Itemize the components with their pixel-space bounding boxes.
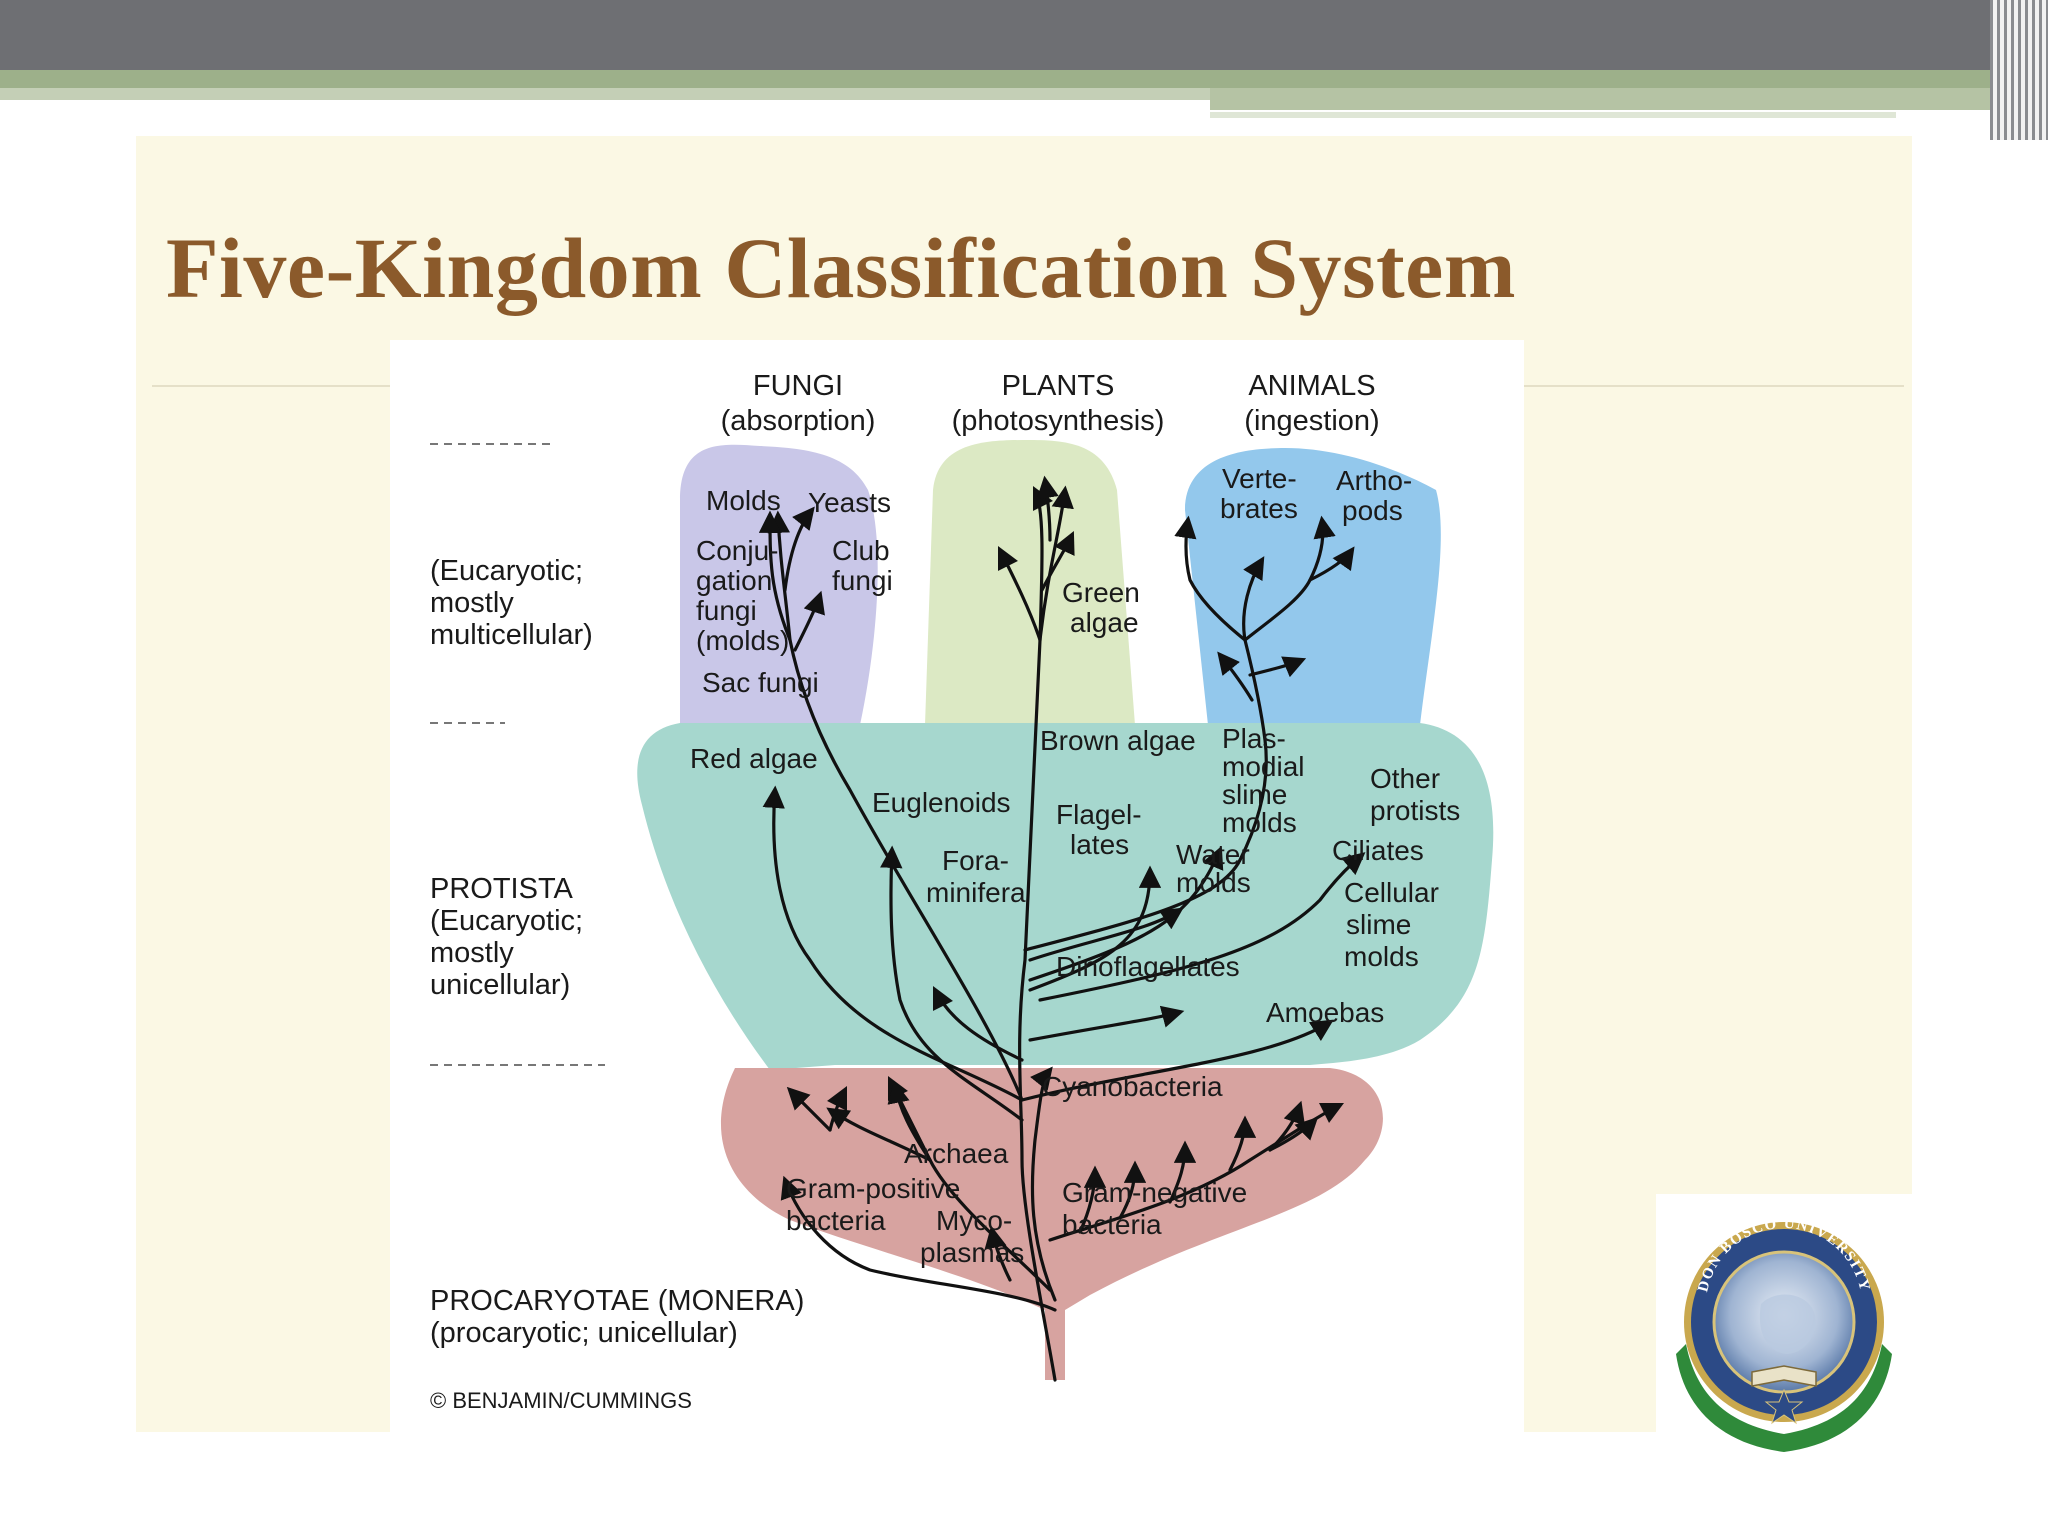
label-amoebas: Amoebas [1266,997,1384,1028]
university-seal: DON BOSCO UNIVERSITY [1676,1216,1892,1452]
plants-region [925,440,1135,725]
header-accent-stripe-light [0,88,1210,100]
label-foraminifera: minifera [926,877,1026,908]
label-conjugation-fungi: (molds) [696,625,789,656]
label-mycoplasmas: Myco- [936,1205,1012,1236]
kingdom-header-fungi: FUNGI [753,370,843,402]
label-cellular-slime-molds: Cellular [1344,877,1439,908]
side-label-protista: PROTISTA [430,873,574,905]
kingdom-header-animals: ANIMALS [1248,370,1375,402]
label-plasmodial-slime-molds: Plas- [1222,723,1286,754]
side-label-eucaryotic: mostly [430,587,514,619]
fungi-region [680,444,878,725]
label-foraminifera: Fora- [942,845,1009,876]
side-label-protista: mostly [430,937,514,969]
label-plasmodial-slime-molds: molds [1222,807,1297,838]
classification-diagram: FUNGI (absorption) PLANTS (photosynthesi… [390,340,1524,1432]
kingdom-mode-plants: (photosynthesis) [952,405,1165,437]
header-accent-stripe-right [1210,88,2000,110]
label-plasmodial-slime-molds: slime [1222,779,1287,810]
label-dinoflagellates: Dinoflagellates [1056,951,1240,982]
five-kingdom-tree: FUNGI (absorption) PLANTS (photosynthesi… [430,370,1494,1413]
label-cellular-slime-molds: slime [1346,909,1411,940]
label-conjugation-fungi: gation [696,565,772,596]
label-flagellates: Flagel- [1056,799,1142,830]
label-gram-positive-bacteria: Gram-positive [786,1173,960,1204]
label-conjugation-fungi: fungi [696,595,757,626]
kingdom-header-plants: PLANTS [1002,370,1115,402]
label-arthropods: Artho- [1336,465,1412,496]
label-flagellates: lates [1070,829,1129,860]
label-conjugation-fungi: Conju- [696,535,778,566]
university-logo: DON BOSCO UNIVERSITY [1656,1194,1912,1470]
label-ciliates: Ciliates [1332,835,1424,866]
protista-region [637,723,1494,1070]
side-label-procaryotae: PROCARYOTAE (MONERA) [430,1285,804,1317]
label-plasmodial-slime-molds: modial [1222,751,1304,782]
label-water-molds: Water [1176,839,1250,870]
label-mycoplasmas: plasmas [920,1237,1024,1268]
label-red-algae: Red algae [690,743,818,774]
slide-title: Five-Kingdom Classification System [166,220,1516,316]
label-sac-fungi: Sac fungi [702,667,819,698]
globe-icon [1759,1294,1816,1354]
book-icon [1751,1365,1817,1387]
side-label-protista: (Eucaryotic; [430,905,583,937]
header-accent-stripe-thin [1210,112,1896,118]
monera-region [720,1068,1383,1380]
side-label-procaryotae: (procaryotic; unicellular) [430,1317,738,1349]
logo-ribbon [1676,1344,1892,1452]
label-club-fungi: Club [832,535,890,566]
kingdom-mode-animals: (ingestion) [1244,405,1379,437]
label-cyanobacteria: Cyanobacteria [1042,1071,1223,1102]
label-vertebrates: Verte- [1222,463,1297,494]
label-yeasts: Yeasts [808,487,891,518]
label-euglenoids: Euglenoids [872,787,1011,818]
label-arthropods: pods [1342,495,1403,526]
top-header-bar [0,0,2048,70]
label-gram-negative-bacteria: Gram-negative [1062,1177,1247,1208]
kingdom-mode-fungi: (absorption) [721,405,876,437]
label-gram-positive-bacteria: bacteria [786,1205,886,1236]
header-edge-lines [1990,0,2048,140]
label-vertebrates: brates [1220,493,1298,524]
label-other-protists: Other [1370,763,1440,794]
side-label-protista: unicellular) [430,969,570,1001]
label-cellular-slime-molds: molds [1344,941,1419,972]
label-brown-algae: Brown algae [1040,725,1196,756]
phylogenetic-branches [758,475,1366,1382]
header-accent-stripe [0,70,2000,88]
label-molds: Molds [706,485,781,516]
label-club-fungi: fungi [832,565,893,596]
label-archaea: Archaea [904,1138,1009,1169]
label-other-protists: protists [1370,795,1460,826]
label-green-algae: algae [1070,607,1139,638]
side-label-eucaryotic: (Eucaryotic; [430,555,583,587]
label-water-molds: molds [1176,867,1251,898]
label-green-algae: Green [1062,577,1140,608]
copyright-credit: © BENJAMIN/CUMMINGS [430,1388,692,1413]
label-gram-negative-bacteria: bacteria [1062,1209,1162,1240]
side-label-eucaryotic: multicellular) [430,619,593,651]
star-icon [1764,1388,1804,1425]
